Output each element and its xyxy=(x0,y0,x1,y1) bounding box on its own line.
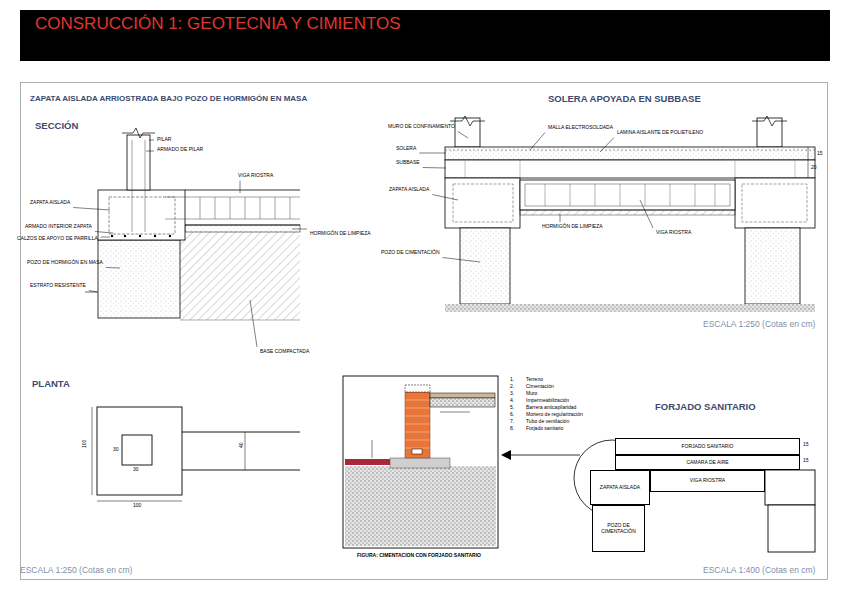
part-label: 5. xyxy=(510,405,514,411)
part-label: VIGA RIOSTRA xyxy=(656,230,691,236)
diagram-box: CAMARA DE AIRE xyxy=(615,455,800,470)
part-label: Mortero de regularización xyxy=(526,412,583,418)
leader-line xyxy=(458,132,468,139)
leader-line xyxy=(106,267,120,269)
part-label: 3. xyxy=(510,391,514,397)
leader-line xyxy=(146,151,154,152)
part-label: 100 xyxy=(82,440,88,448)
part-label: 40 xyxy=(239,442,245,448)
diagram-box: ZAPATA AISLADA xyxy=(590,470,650,505)
leader-line xyxy=(89,291,97,293)
part-label: ZAPATA AISLADA xyxy=(30,200,70,206)
leader-line xyxy=(419,153,446,154)
diagram-box: FORJADO SANITARIO xyxy=(615,438,800,455)
part-label: 15 xyxy=(817,151,823,157)
leader-line xyxy=(600,138,614,153)
part-label: MALLA ELECTROSOLDADA xyxy=(548,125,613,131)
part-label: 20 xyxy=(811,165,817,171)
leader-line xyxy=(240,181,241,194)
section-heading: PLANTA xyxy=(32,379,70,389)
part-label: 8. xyxy=(510,426,514,432)
leader-line xyxy=(101,237,110,238)
section-heading: FORJADO SANITARIO xyxy=(655,402,756,412)
part-label: 30 xyxy=(113,447,119,453)
leader-line xyxy=(292,229,307,230)
part-label: SOLERA xyxy=(396,146,416,152)
part-label: 15 xyxy=(803,458,809,464)
leader-line xyxy=(73,208,110,211)
leader-line xyxy=(250,300,257,347)
scale-note: ESCALA 1:250 (Cotas en cm) xyxy=(703,320,815,329)
part-label: HORMIGÓN DE LIMPIEZA xyxy=(542,224,603,230)
part-label: Barrera anticapilaridad xyxy=(526,405,576,411)
part-label: HORMIGÓN DE LIMPIEZA xyxy=(310,231,371,237)
page-title: CONSRUCCIÓN 1: GEOTECNIA Y CIMIENTOS xyxy=(35,15,401,34)
diagram-box: POZO DE CIMENTACIÓN xyxy=(592,505,645,552)
part-label: POZO DE HORMIGÓN EN MASA xyxy=(27,260,103,266)
leader-line xyxy=(423,167,446,169)
section-heading: SECCIÓN xyxy=(35,121,78,131)
part-label: POZO DE CIMENTACIÓN xyxy=(381,250,440,256)
part-label: 30 xyxy=(133,467,139,473)
box-text: POZO DE CIMENTACIÓN xyxy=(593,523,644,535)
section-heading: ZAPATA AISLADA ARRIOSTRADA BAJO POZO DE … xyxy=(30,95,307,104)
leader-line xyxy=(432,195,458,201)
section-heading: SOLERA APOYADA EN SUBBASE xyxy=(548,94,701,104)
part-label: Cimentación xyxy=(526,384,554,390)
part-label: MURO DE CONFINAMIENTO xyxy=(388,124,455,130)
part-label: 15 xyxy=(803,442,809,448)
part-label: 6. xyxy=(510,412,514,418)
part-label: SUBBASE xyxy=(396,160,420,166)
box-text: FORJADO SANITARIO xyxy=(680,444,736,450)
leader-line xyxy=(640,200,653,228)
leader-line xyxy=(560,214,561,222)
part-label: 7. xyxy=(510,419,514,425)
box-text: VIGA RIOSTRA xyxy=(688,478,727,484)
leader-line xyxy=(95,232,113,234)
part-label: Muro xyxy=(526,391,537,397)
part-label: Impermeabilización xyxy=(526,398,569,404)
leader-line xyxy=(149,140,154,141)
figure-caption: FIGURA: CIMENTACION CON FORJADO SANITARI… xyxy=(357,553,481,559)
diagram-box: VIGA RIOSTRA xyxy=(650,470,765,492)
scale-note: ESCALA 1:250 (Cotas en cm) xyxy=(20,566,132,575)
part-label: LAMINA AISLANTE DE POLIETILENO xyxy=(617,130,703,136)
part-label: 2. xyxy=(510,384,514,390)
part-label: BASE COMPACTADA xyxy=(260,349,309,355)
part-label: CALZOS DE APOYO DE PARRILLA xyxy=(17,236,98,242)
part-label: ESTRATO RESISTENTE xyxy=(30,283,86,289)
part-label: ARMADO DE PILAR xyxy=(157,147,203,153)
part-label: VIGA RIOSTRA xyxy=(238,173,273,179)
part-label: PILAR xyxy=(157,137,171,143)
box-text: CAMARA DE AIRE xyxy=(684,460,730,466)
part-label: 4. xyxy=(510,398,514,404)
leader-line xyxy=(443,258,480,263)
part-label: 1. xyxy=(510,377,514,383)
part-label: ZAPATA AISLADA xyxy=(389,187,429,193)
part-label: Tubo de ventilación xyxy=(526,419,569,425)
part-label: Terreno xyxy=(526,377,543,383)
box-text: ZAPATA AISLADA xyxy=(598,485,642,491)
leader-line xyxy=(530,133,545,151)
part-label: ARMADO INTERIOR ZAPATA xyxy=(25,224,92,230)
part-label: 100 xyxy=(133,503,141,509)
part-label: Forjado sanitario xyxy=(526,426,563,432)
scale-note: ESCALA 1:400 (Cotas en cm) xyxy=(703,566,815,575)
